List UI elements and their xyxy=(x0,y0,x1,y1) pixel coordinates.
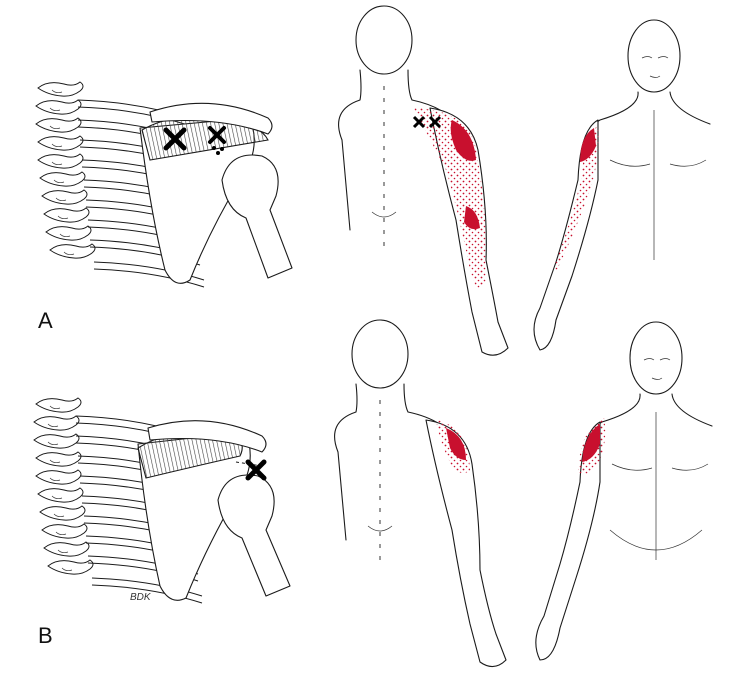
panel-a-back-figure xyxy=(338,5,509,356)
front-arm-b xyxy=(535,421,601,661)
x-mark-icon xyxy=(412,115,442,129)
x-mark-icon xyxy=(163,127,187,151)
panel-label-b: B xyxy=(38,623,53,648)
artist-initials: BDK xyxy=(130,592,152,603)
pain-zone-back-shoulder-solid-a xyxy=(450,120,476,161)
pain-zone-front-shoulder-solid-b xyxy=(582,424,600,462)
humerus-a xyxy=(221,154,293,279)
panel-b-back-figure xyxy=(334,319,507,668)
panel-a-front-figure xyxy=(533,19,711,351)
humerus-b xyxy=(217,474,291,597)
panel-b-skeleton: BDK xyxy=(33,397,291,604)
acromion-a xyxy=(149,102,273,135)
pain-zone-back-elbow-solid-a xyxy=(464,206,480,230)
pain-zone-front-arm-a xyxy=(554,126,599,272)
back-arm-b xyxy=(425,419,507,668)
x-mark-icon xyxy=(245,459,267,481)
panel-b-front-figure xyxy=(535,321,713,661)
panel-a-skeleton xyxy=(35,81,293,288)
x-mark-dotted-icon xyxy=(208,126,226,155)
acromion-b xyxy=(147,420,267,453)
pain-zone-front-shoulder-solid-a xyxy=(580,128,596,162)
panel-label-a: A xyxy=(38,308,53,333)
spine-a xyxy=(35,81,96,259)
pain-zone-back-shoulder-solid-b xyxy=(446,428,466,460)
spine-b xyxy=(33,397,94,575)
